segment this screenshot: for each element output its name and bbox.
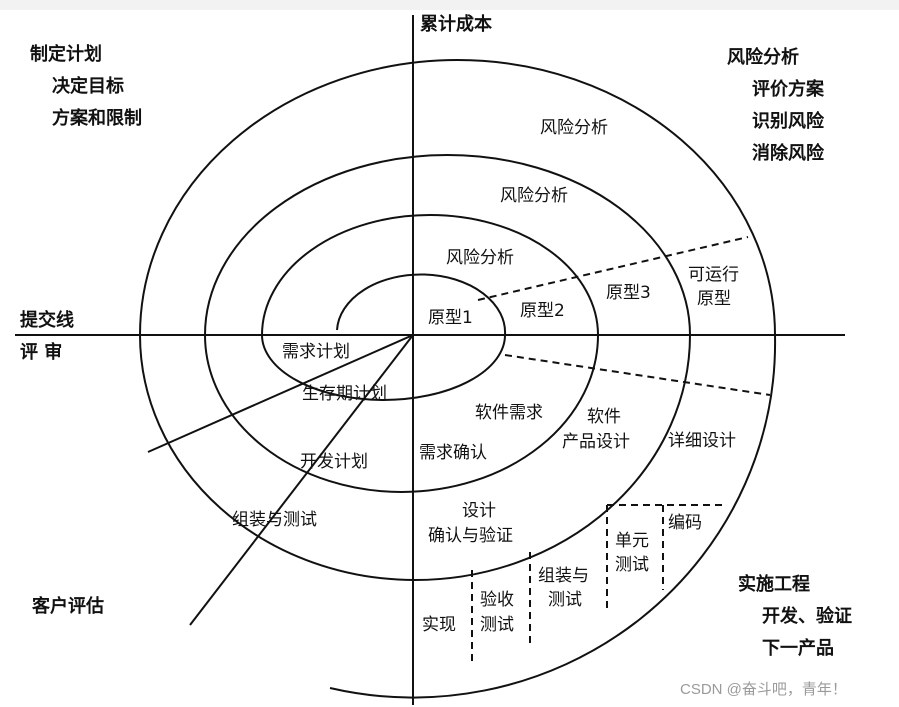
spiral-curve	[138, 59, 777, 699]
risk-label: 风险分析	[540, 118, 608, 138]
stage-coding: 编码	[668, 513, 702, 533]
plan-lifecycle: 生存期计划	[302, 384, 387, 404]
operational-prototype: 可运行	[688, 265, 739, 285]
stage-acceptance-test: 验收	[480, 590, 514, 610]
quadrant-item: 消除风险	[752, 142, 825, 164]
quadrant-item: 评价方案	[752, 78, 825, 100]
quadrant-item: 下一产品	[762, 637, 834, 659]
customer-eval-line	[189, 334, 414, 626]
review-line	[147, 334, 414, 453]
quadrant-title-risk: 风险分析	[727, 46, 799, 68]
axis-label-submit: 提交线	[20, 309, 74, 331]
operational-prototype: 原型	[697, 289, 731, 309]
stage-design-verify: 确认与验证	[428, 526, 513, 546]
risk-label: 风险分析	[500, 186, 568, 206]
stage-implementation: 实现	[422, 615, 456, 635]
prototype-divider-lower	[504, 354, 771, 396]
watermark: CSDN @奋斗吧，青年！	[680, 681, 847, 698]
stage-integration-test: 测试	[548, 590, 582, 610]
quadrant-title-engineering: 实施工程	[738, 573, 810, 595]
quadrant-item: 开发、验证	[762, 605, 852, 627]
prototype-1: 原型1	[428, 308, 473, 328]
prototype-3: 原型3	[606, 283, 651, 303]
top-strip	[0, 0, 899, 10]
prototype-divider-upper	[477, 236, 749, 301]
plan-requirements: 需求计划	[282, 342, 350, 362]
stage-unit-test: 单元	[615, 531, 649, 551]
quadrant-item: 决定目标	[52, 75, 124, 97]
stage-requirements-confirm: 需求确认	[419, 443, 487, 463]
axis-label-cost: 累计成本	[420, 13, 492, 35]
prototype-2: 原型2	[520, 301, 565, 321]
stage-integration-test: 组装与	[538, 566, 589, 586]
stage-detailed-design: 详细设计	[668, 431, 736, 451]
stage-software-requirements: 软件需求	[475, 403, 543, 423]
quadrant-title-plan: 制定计划	[30, 43, 102, 65]
quadrant-title-customer: 客户评估	[32, 595, 104, 617]
stage-unit-test: 测试	[615, 555, 649, 575]
quadrant-item: 识别风险	[752, 110, 825, 132]
quadrant-item: 方案和限制	[52, 107, 142, 129]
stage-product-design: 产品设计	[562, 432, 630, 452]
stage-acceptance-test: 测试	[480, 615, 514, 635]
stage-design-verify: 设计	[462, 501, 496, 521]
plan-development: 开发计划	[300, 452, 368, 472]
stage-product-design: 软件	[587, 407, 621, 427]
plan-integration: 组装与测试	[232, 510, 317, 530]
axis-label-review: 评 审	[20, 341, 62, 363]
risk-label: 风险分析	[446, 248, 514, 268]
